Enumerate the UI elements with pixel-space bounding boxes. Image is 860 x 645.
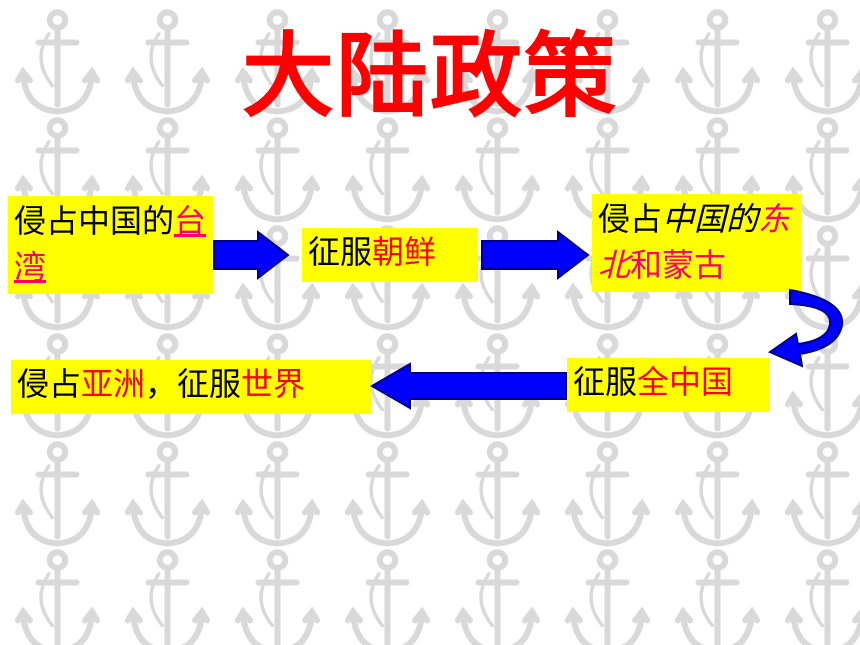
anchor-icon [788, 444, 860, 543]
step-text: 征服 [573, 363, 638, 401]
step-text: 台湾 [14, 202, 207, 286]
anchor-icon [458, 336, 537, 435]
anchor-icon [128, 552, 207, 645]
step-text: 侵占中国的 [14, 202, 175, 240]
step-box-asia-world: 侵占亚洲，征服世界 [11, 360, 371, 414]
anchor-icon [238, 444, 317, 543]
step-text: 侵占 [17, 365, 82, 403]
step-text: 朝鲜 [372, 233, 437, 271]
anchor-icon [568, 444, 647, 543]
step-text: 中国的 [662, 200, 759, 238]
step-box-northeast-mongolia: 侵占中国的东北和蒙古 [592, 194, 802, 292]
step-text: 侵占 [598, 200, 663, 238]
page-title: 大陆政策 [241, 23, 618, 130]
anchor-icon [238, 552, 317, 645]
anchor-icon [788, 336, 860, 435]
anchor-icon [348, 444, 427, 543]
anchor-icon [348, 552, 427, 645]
anchor-icon [788, 552, 860, 645]
anchor-icon [348, 120, 427, 219]
anchor-icon [18, 444, 97, 543]
anchor-icon [678, 444, 757, 543]
step-text: 世界 [241, 365, 306, 403]
anchor-icon [128, 444, 207, 543]
step-text: ，征服 [145, 365, 242, 403]
anchor-icon [238, 120, 317, 219]
step-box-all-china: 征服全中国 [567, 358, 770, 412]
step-text: 亚洲 [81, 365, 146, 403]
step-box-taiwan: 侵占中国的台湾 [8, 196, 213, 294]
step-text: 和蒙古 [630, 246, 727, 284]
anchor-icon [678, 552, 757, 645]
step-text: 东北 [598, 200, 791, 284]
step-box-korea: 征服朝鲜 [302, 228, 478, 282]
step-text: 全中国 [637, 363, 734, 401]
step-text: 征服 [308, 233, 373, 271]
anchor-icon [18, 552, 97, 645]
anchor-icon [568, 552, 647, 645]
anchor-icon [458, 120, 537, 219]
anchor-icon [458, 444, 537, 543]
anchor-icon [458, 552, 537, 645]
